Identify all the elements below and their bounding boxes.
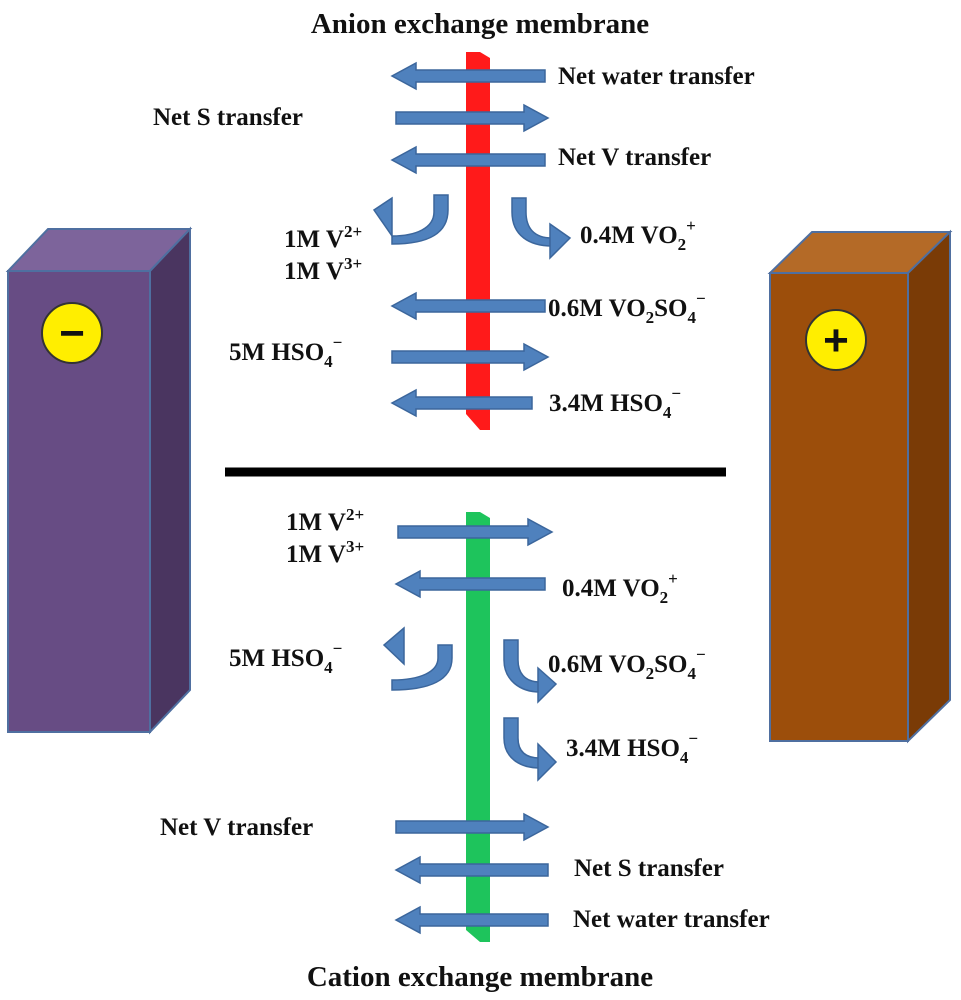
cation-hso4-34-curved-arrow [503, 717, 541, 769]
cation-hso4-curved-arrow [391, 644, 453, 691]
anion-transfer-arrows [390, 61, 550, 418]
anion-vo2-curved-arrow-head [549, 222, 572, 260]
cation-vo2so4-curved-arrow [503, 639, 541, 693]
anion-vo2-label: 0.4M VO2+ [580, 216, 696, 254]
anion-net-water-arrow [390, 61, 546, 91]
cation-net-s-label: Net S transfer [574, 855, 724, 882]
cation-net-v-label: Net V transfer [160, 814, 313, 841]
anion-v-ion-curved-arrow [391, 194, 449, 245]
anion-membrane-title: Anion exchange membrane [311, 8, 649, 40]
cation-hso4-34-curved-arrow-head [537, 742, 558, 782]
minus-sign: − [59, 309, 85, 358]
cation-exchange-membrane [466, 512, 490, 942]
positive-electrode: + [767, 229, 953, 744]
anion-net-v-arrow [390, 145, 546, 175]
cation-transfer-arrows [394, 517, 554, 935]
cation-hso4-curved-arrow-head [382, 626, 405, 666]
cation-vo2-arrow [394, 569, 546, 599]
cation-v-ion-arrow [397, 517, 554, 547]
anion-v3-label: 1M V3+ [284, 254, 362, 285]
anion-v-ion-curved-arrow-head [372, 196, 393, 239]
anion-hso4-5m-label: 5M HSO4− [229, 333, 342, 371]
cation-vo2so4-label: 0.6M VO2SO4− [548, 645, 706, 683]
cation-vo2-label: 0.4M VO2+ [562, 569, 678, 607]
anion-vo2so4-arrow [390, 291, 546, 321]
plus-sign-badge [805, 309, 867, 371]
anion-exchange-membrane [466, 52, 490, 430]
cation-net-v-arrow [395, 812, 550, 842]
anion-net-water-label: Net water transfer [558, 63, 755, 90]
cation-membrane-title: Cation exchange membrane [307, 961, 653, 993]
cation-net-water-arrow [394, 905, 549, 935]
cation-net-water-label: Net water transfer [573, 906, 770, 933]
cation-net-s-arrow [394, 855, 549, 885]
anion-net-s-label: Net S transfer [153, 104, 303, 131]
anion-net-v-label: Net V transfer [558, 144, 711, 171]
anion-hso4-34m-arrow [390, 388, 533, 418]
cation-hso4-34m-label: 3.4M HSO4− [566, 729, 698, 767]
plus-sign: + [823, 316, 849, 365]
anion-vo2so4-label: 0.6M VO2SO4− [548, 289, 706, 327]
cation-v3-label: 1M V3+ [286, 537, 364, 568]
anion-v2-label: 1M V2+ [284, 222, 362, 253]
cation-hso4-5m-label: 5M HSO4− [229, 639, 342, 677]
negative-electrode: − [5, 226, 193, 735]
cation-vo2so4-curved-arrow-head [537, 666, 558, 704]
anion-hso4-34m-label: 3.4M HSO4− [549, 384, 681, 422]
anion-vo2-curved-arrow [511, 197, 553, 247]
negative-electrode-side [149, 226, 191, 735]
anion-hso4-5m-arrow [391, 342, 550, 372]
cation-v2-label: 1M V2+ [286, 505, 364, 536]
minus-sign-badge [41, 302, 103, 364]
anion-net-s-arrow [395, 103, 550, 133]
positive-electrode-side [907, 229, 951, 744]
